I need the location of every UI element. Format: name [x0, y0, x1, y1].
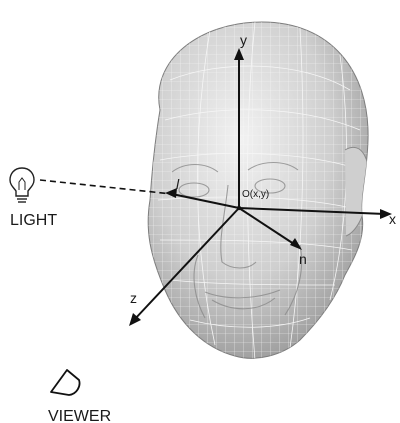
origin-point [237, 206, 241, 210]
viewer-cone-icon [51, 370, 80, 395]
normal-label: n [299, 251, 307, 267]
axis-x-label: x [389, 211, 396, 227]
axis-y-label: y [240, 32, 247, 48]
axis-z-label: z [130, 290, 137, 306]
light-label: LIGHT [10, 212, 57, 229]
origin-label: O(x,y) [242, 189, 269, 200]
lightbulb-icon [10, 168, 34, 202]
viewer-label: VIEWER [48, 408, 111, 423]
